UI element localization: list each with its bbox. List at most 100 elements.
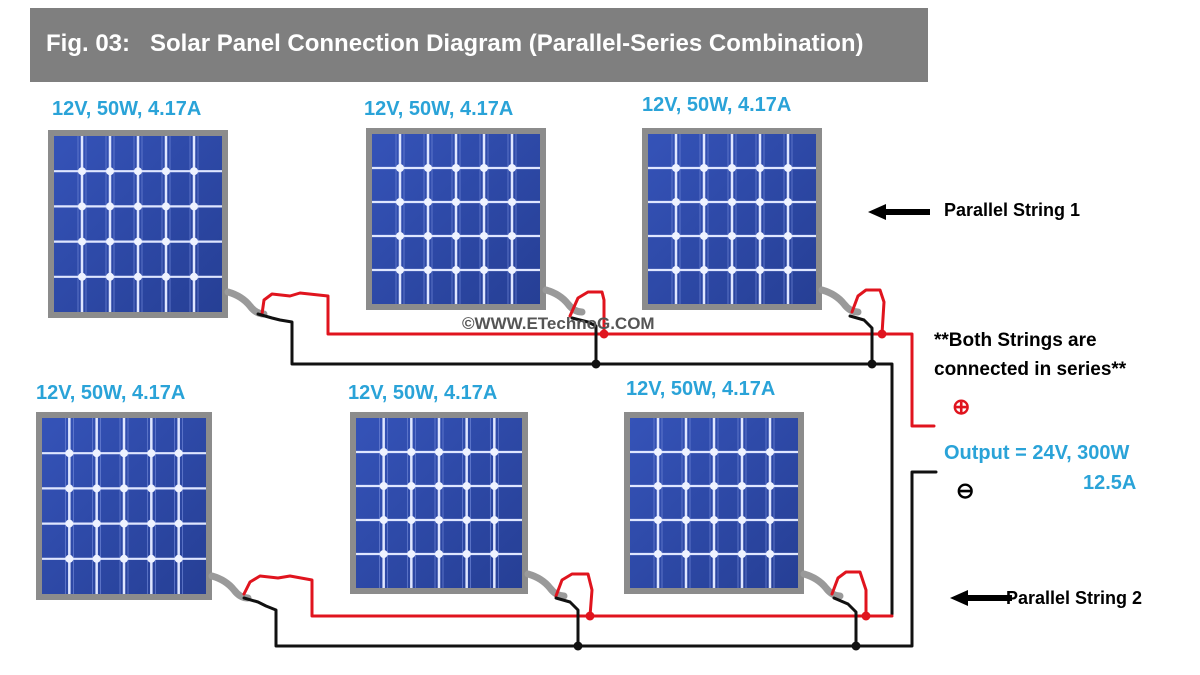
panel-solder-dot xyxy=(710,550,718,558)
string2-negative-wire xyxy=(242,470,938,648)
panel-solder-dot xyxy=(490,516,499,524)
panel-solder-dot xyxy=(147,484,156,493)
panel-solder-dot xyxy=(508,266,516,274)
panel-solder-dot xyxy=(65,484,74,493)
panel-solder-dot xyxy=(435,448,443,456)
panel-solder-dot xyxy=(738,482,746,490)
panel-solder-dot xyxy=(738,516,746,524)
panel-solder-dot xyxy=(452,164,460,172)
panel-solder-dot xyxy=(784,232,792,240)
panel-solder-dot xyxy=(106,272,114,281)
panel-solder-dot xyxy=(654,448,662,456)
minus-terminal-icon: ⊖ xyxy=(956,478,975,503)
string1-positive-wire xyxy=(260,291,598,336)
positive-junction-dot xyxy=(585,611,595,621)
panel-solder-dot xyxy=(738,550,746,558)
panel-solder-dot xyxy=(682,516,690,524)
panel-solder-dot xyxy=(710,516,718,524)
panel-junction-lead xyxy=(524,570,568,600)
panel-solder-dot xyxy=(756,198,764,206)
panel-spec-label: 12V, 50W, 4.17A xyxy=(626,378,776,400)
panel-negative-lead xyxy=(570,316,598,366)
panel-junction-lead xyxy=(208,572,252,602)
panel-solder-dot xyxy=(756,164,764,172)
string1-negative-wire xyxy=(256,312,894,616)
panel-solder-dot xyxy=(174,554,183,563)
panel-solder-dot xyxy=(190,237,198,246)
panel-solder-dot xyxy=(682,482,690,490)
solar-panel xyxy=(350,412,528,594)
panel-solder-dot xyxy=(407,482,416,490)
panel-spec-label: 12V, 50W, 4.17A xyxy=(52,98,202,120)
negative-junction-dot xyxy=(591,359,601,369)
panel-solder-dot xyxy=(174,519,183,528)
panel-solder-dot xyxy=(728,232,736,240)
panel-solder-dot xyxy=(134,272,142,281)
panel-solder-dot xyxy=(784,266,792,274)
panel-solder-dot xyxy=(710,448,718,456)
panel-solder-dot xyxy=(756,232,764,240)
panel-solder-dot xyxy=(490,550,499,558)
panel-solder-dot xyxy=(407,448,416,456)
panel-solder-dot xyxy=(379,550,388,558)
panel-junction-lead xyxy=(800,570,844,600)
parallel-string-2-label: Parallel String 2 xyxy=(1006,588,1143,608)
solar-panel xyxy=(36,412,212,600)
panel-solder-dot xyxy=(190,167,198,176)
panel-solder-dot xyxy=(766,482,774,490)
panel-solder-dot xyxy=(462,516,471,524)
negative-junction-dot xyxy=(573,641,583,651)
panel-solder-dot xyxy=(424,266,432,274)
panel-solder-dot xyxy=(728,266,736,274)
panel-solder-dot xyxy=(700,266,708,274)
panel-solder-dot xyxy=(672,164,680,172)
panel-solder-dot xyxy=(490,448,499,456)
panel-solder-dot xyxy=(672,198,680,206)
panel-solder-dot xyxy=(407,550,416,558)
panel-solder-dot xyxy=(766,448,774,456)
panel-solder-dot xyxy=(480,198,488,206)
arrow-left-icon xyxy=(950,590,1012,606)
panel-negative-lead xyxy=(554,596,580,648)
panel-solder-dot xyxy=(396,164,404,172)
panel-solder-dot xyxy=(407,516,416,524)
panel-solder-dot xyxy=(508,232,516,240)
panel-solder-dot xyxy=(672,232,680,240)
panel-solder-dot xyxy=(700,198,708,206)
output-value-line-2: 12.5A xyxy=(1083,472,1137,494)
panel-solder-dot xyxy=(65,449,74,458)
panel-solder-dot xyxy=(120,554,128,563)
panel-solder-dot xyxy=(435,550,443,558)
positive-junction-dot xyxy=(599,329,609,339)
solar-panel xyxy=(624,412,804,594)
panels-layer xyxy=(36,128,822,600)
panel-solder-dot xyxy=(120,519,128,528)
panel-solder-dot xyxy=(784,164,792,172)
panel-solder-dot xyxy=(508,164,516,172)
panel-solder-dot xyxy=(190,202,198,211)
series-note-line-1: **Both Strings are xyxy=(934,330,1097,351)
panel-solder-dot xyxy=(65,519,74,528)
panel-solder-dot xyxy=(162,237,170,246)
panel-solder-dot xyxy=(78,237,86,246)
string1-positive-wire xyxy=(594,332,936,428)
panel-solder-dot xyxy=(462,550,471,558)
panel-solder-dot xyxy=(78,272,86,281)
panel-solder-dot xyxy=(452,198,460,206)
wires-layer xyxy=(208,286,938,651)
panel-positive-lead xyxy=(850,288,886,336)
panel-solder-dot xyxy=(710,482,718,490)
panel-solder-dot xyxy=(106,167,114,176)
panel-negative-lead xyxy=(832,596,858,648)
negative-junction-dot xyxy=(851,641,861,651)
panel-spec-label: 12V, 50W, 4.17A xyxy=(36,382,186,404)
panel-solder-dot xyxy=(452,266,460,274)
panel-solder-dot xyxy=(92,554,101,563)
panel-solder-dot xyxy=(424,164,432,172)
series-note-line-2: connected in series** xyxy=(934,359,1127,380)
panel-solder-dot xyxy=(147,449,156,458)
panel-solder-dot xyxy=(462,482,471,490)
panel-solder-dot xyxy=(435,482,443,490)
output-value-line-1: Output = 24V, 300W xyxy=(944,442,1130,464)
